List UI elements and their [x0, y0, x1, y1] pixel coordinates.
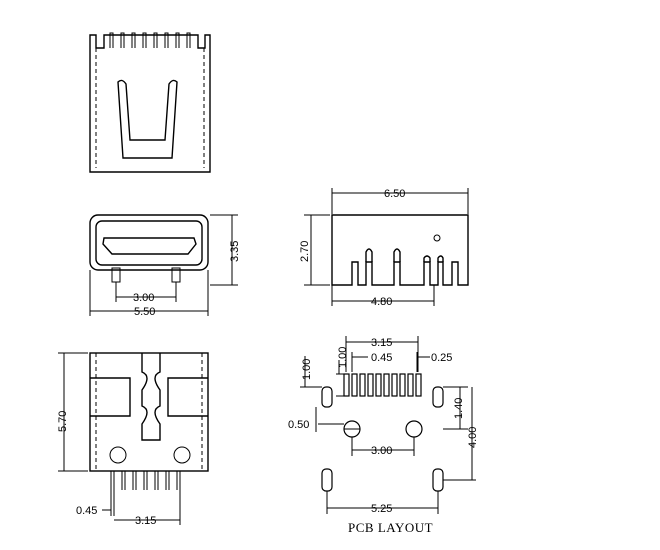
side-height-label: 2.70 [299, 241, 311, 262]
pcb-vertical-label: 4.00 [467, 427, 479, 448]
side-offset-label: 4.80 [371, 296, 392, 308]
pcb-layout: 3.15 0.45 0.25 1.00 1.00 0.50 1.40 4.00 [288, 336, 479, 535]
front-width-label: 5.50 [134, 306, 155, 318]
pcb-pad-width-label: 0.25 [431, 352, 452, 364]
bottom-pin-span-label: 3.15 [135, 515, 156, 527]
side-view: 6.50 2.70 4.80 [299, 188, 469, 308]
pcb-slot-height-label: 1.40 [453, 398, 465, 419]
front-height-label: 3.35 [229, 241, 241, 262]
pcb-slot-span-label: 5.25 [371, 503, 392, 515]
pcb-tab-height-label: 1.00 [301, 359, 313, 380]
side-width-label: 6.50 [384, 188, 405, 200]
pcb-pads [343, 373, 422, 397]
front-view: 3.00 5.50 3.35 [89, 214, 241, 318]
pcb-pad-length-label: 1.00 [337, 347, 349, 368]
pcb-hole-pitch-label: 3.00 [371, 445, 392, 457]
front-pitch-label: 3.00 [133, 292, 154, 304]
spring-contact [117, 79, 178, 159]
top-comb-pins [109, 32, 191, 48]
top-view [89, 32, 211, 173]
pcb-pin-span-label: 3.15 [371, 337, 392, 349]
pcb-layout-title: PCB LAYOUT [348, 520, 433, 535]
bottom-pin-pitch-label: 0.45 [76, 505, 97, 517]
bottom-view: 5.70 0.45 3.15 [57, 352, 209, 527]
pcb-pad-pitch-label: 0.45 [371, 352, 392, 364]
pcb-tab-width-label: 0.50 [288, 419, 309, 431]
bottom-height-label: 5.70 [57, 411, 69, 432]
bottom-pins [110, 471, 181, 490]
